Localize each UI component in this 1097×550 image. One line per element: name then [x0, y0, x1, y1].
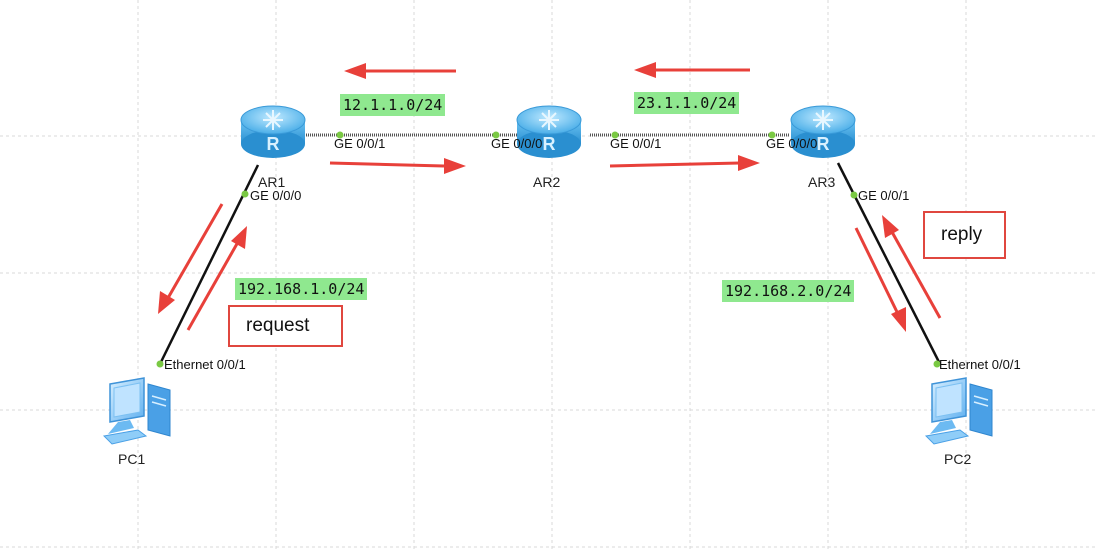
- port-dot-ar3-ge001[interactable]: [850, 191, 858, 199]
- device-label-ar2: AR2: [533, 174, 561, 190]
- port-dot-ar2-ge000[interactable]: [492, 131, 500, 139]
- arrow-up-pc1-ar1: [186, 226, 247, 331]
- device-label-ar1: AR1: [258, 174, 286, 190]
- arrow-right-ar1-ar2: [329, 158, 466, 174]
- arrow-down-ar1-pc1: [158, 203, 224, 314]
- port-label-ar1-ge000: GE 0/0/0: [250, 188, 302, 203]
- port-label-ar2-ge000: GE 0/0/0: [491, 136, 543, 151]
- reply-note-box: reply: [923, 211, 1006, 259]
- port-dots: [156, 131, 941, 368]
- arrow-left-ar1-ar2: [344, 63, 456, 79]
- arrow-down-ar3-pc2: [854, 227, 906, 332]
- port-dot-pc1-eth[interactable]: [156, 360, 164, 368]
- port-label-ar3-ge000: GE 0/0/0: [766, 136, 818, 151]
- router-ar1-icon[interactable]: [240, 105, 306, 159]
- arrow-left-ar2-ar3: [634, 62, 750, 78]
- port-dot-ar1-ge000[interactable]: [241, 190, 249, 198]
- port-dot-ar1-ge001[interactable]: [336, 131, 344, 139]
- network-label-pc2: 192.168.2.0/24: [722, 280, 855, 302]
- port-dot-ar3-ge000[interactable]: [768, 131, 776, 139]
- network-label-ar1-ar2: 12.1.1.0/24: [340, 94, 446, 116]
- port-dot-pc2-eth[interactable]: [933, 360, 941, 368]
- port-dot-ar2-ge001[interactable]: [611, 131, 619, 139]
- arrows: [158, 62, 942, 332]
- link-ar1-pc1[interactable]: [158, 164, 260, 365]
- pc1-icon[interactable]: [103, 377, 171, 445]
- network-label-ar2-ar3: 23.1.1.0/24: [634, 92, 740, 114]
- network-label-pc1: 192.168.1.0/24: [235, 278, 368, 300]
- port-label-pc1-eth: Ethernet 0/0/1: [164, 357, 246, 372]
- device-label-ar3: AR3: [808, 174, 836, 190]
- port-label-ar3-ge001: GE 0/0/1: [858, 188, 910, 203]
- pc2-icon[interactable]: [925, 377, 993, 445]
- port-label-ar1-ge001: GE 0/0/1: [334, 136, 386, 151]
- port-label-pc2-eth: Ethernet 0/0/1: [939, 357, 1021, 372]
- arrow-right-ar2-ar3: [609, 155, 760, 171]
- device-label-pc2: PC2: [944, 451, 972, 467]
- arrow-up-pc2-ar3: [882, 215, 942, 319]
- request-note-box: request: [228, 305, 343, 347]
- device-label-pc1: PC1: [118, 451, 146, 467]
- port-label-ar2-ge001: GE 0/0/1: [610, 136, 662, 151]
